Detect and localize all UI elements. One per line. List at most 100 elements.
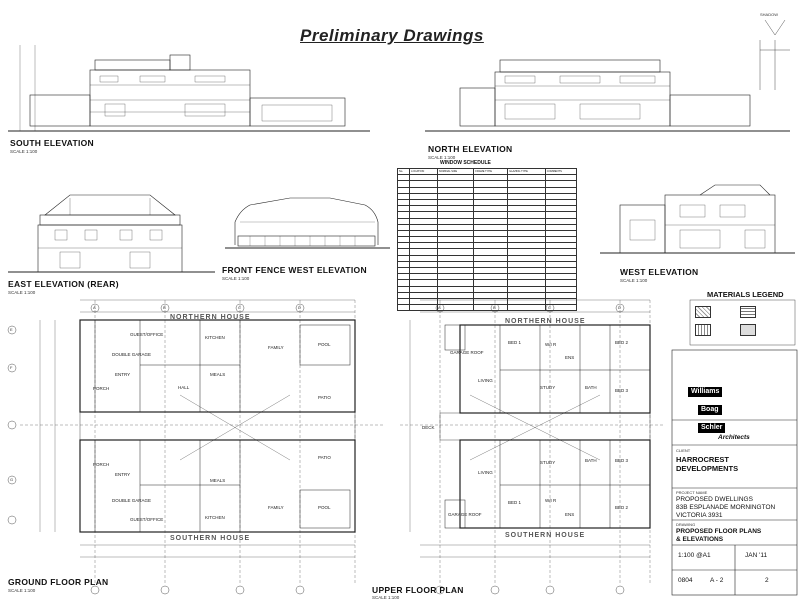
upper-northern-house-label: NORTHERN HOUSE <box>505 318 586 325</box>
room-label: GARAGE ROOF <box>450 350 484 355</box>
ground-floor-plan-scale: SCALE 1:100 <box>8 588 36 593</box>
drawing-label: DRAWING <box>676 522 696 527</box>
table-row <box>396 198 578 207</box>
room-label: PATIO <box>318 395 331 400</box>
legend-swatch <box>740 306 756 318</box>
ground-floor-plan-label: GROUND FLOOR PLAN <box>8 577 109 587</box>
room-label: BED 3 <box>615 388 629 393</box>
table-row <box>396 260 578 269</box>
west-elevation-scale: SCALE 1:100 <box>620 278 648 283</box>
front-fence-elevation-scale: SCALE 1:100 <box>222 276 250 281</box>
room-label: FAMILY <box>268 505 284 510</box>
sheet-number: A - 2 <box>710 577 724 584</box>
front-fence-elevation-label: FRONT FENCE WEST ELEVATION <box>222 265 367 275</box>
ground-northern-house-label: NORTHERN HOUSE <box>170 314 251 321</box>
north-elevation-scale: SCALE 1:100 <box>428 155 456 160</box>
window-schedule-table: No. LOCATION NOMINAL SIZE FRAME TYPE GLA… <box>396 167 578 312</box>
room-label: POOL <box>318 342 331 347</box>
grid-letter: A <box>93 305 96 310</box>
materials-legend-title: MATERIALS LEGEND <box>707 290 784 299</box>
table-row <box>396 291 578 299</box>
grid-letter: B <box>163 305 166 310</box>
room-label: ENS <box>565 355 575 360</box>
room-label: DECK <box>422 425 435 430</box>
firm-logo: Williams Boag Schler Architects <box>688 380 750 441</box>
legend-swatch <box>740 324 756 336</box>
south-elevation-label: SOUTH ELEVATION <box>10 138 94 148</box>
west-elevation-label: WEST ELEVATION <box>620 267 699 277</box>
room-label: KITCHEN <box>205 515 225 520</box>
firm-name-3: Schler <box>698 423 726 433</box>
upper-floor-plan-label: UPPER FLOOR PLAN <box>372 585 464 595</box>
table-row <box>396 279 578 287</box>
grid-letter: B <box>493 305 496 310</box>
legend-swatch <box>695 306 711 318</box>
south-elevation-scale: SCALE 1:100 <box>10 149 38 154</box>
grid-letter: C <box>548 305 551 310</box>
revision-number: 2 <box>765 577 769 584</box>
west-elevation-drawing <box>600 184 795 254</box>
room-label: BED 1 <box>508 340 522 345</box>
client-label: CLIENT <box>676 448 691 453</box>
table-row <box>396 304 578 312</box>
room-label: BED 2 <box>615 340 629 345</box>
shadow-label: SHADOW <box>760 12 778 17</box>
east-elevation-drawing <box>8 194 215 273</box>
legend-swatch <box>695 324 711 336</box>
room-label: GUEST/OFFICE <box>130 517 164 522</box>
south-elevation-drawing <box>8 45 370 132</box>
page-title: Preliminary Drawings <box>300 26 484 45</box>
grid-letter: D <box>298 305 301 310</box>
grid-letter: C <box>238 305 241 310</box>
room-label: ENTRY <box>115 372 131 377</box>
grid-letter: F <box>10 365 13 370</box>
room-label: ENS <box>565 512 575 517</box>
ground-southern-house-label: SOUTHERN HOUSE <box>170 535 251 542</box>
room-label: GARAGE ROOF <box>448 512 482 517</box>
firm-name-1: Williams <box>688 387 723 397</box>
grid-letter: E <box>10 327 13 332</box>
north-elevation-label: NORTH ELEVATION <box>428 144 513 154</box>
room-label: POOL <box>318 505 331 510</box>
room-label: BED 3 <box>615 458 629 463</box>
room-label: MEALS <box>210 372 226 377</box>
room-label: FAMILY <box>268 345 284 350</box>
window-schedule-title: WINDOW SCHEDULE <box>440 160 491 166</box>
room-label: BED 2 <box>615 505 629 510</box>
room-label: PATIO <box>318 455 331 460</box>
room-label: STUDY <box>540 460 556 465</box>
room-label: PORCH <box>93 462 110 467</box>
firm-name-2: Boag <box>698 405 722 415</box>
drawing-line-1: PROPOSED FLOOR PLANS <box>676 528 762 535</box>
project-label: PROJECT NAME <box>676 490 708 495</box>
room-label: LIVING <box>478 378 493 383</box>
room-label: BATH <box>585 385 597 390</box>
room-label: BED 1 <box>508 500 522 505</box>
north-elevation-drawing <box>425 40 790 132</box>
table-row <box>396 285 578 293</box>
room-label: W/I R <box>545 498 557 503</box>
project-line-2: 83B ESPLANADE MORNINGTON <box>676 504 776 511</box>
grid-letter: D <box>618 305 621 310</box>
grid-letter: A <box>438 305 441 310</box>
job-number: 0804 <box>678 577 693 584</box>
drawing-line-2: & ELEVATIONS <box>676 536 724 543</box>
client-name: HARROCREST DEVELOPMENTS <box>676 455 739 473</box>
room-label: DOUBLE GARAGE <box>112 498 152 503</box>
room-label: MEALS <box>210 478 226 483</box>
room-label: KITCHEN <box>205 335 225 340</box>
room-label: DOUBLE GARAGE <box>112 352 152 357</box>
room-label: PORCH <box>93 386 110 391</box>
room-label: GUEST/OFFICE <box>130 332 164 337</box>
upper-southern-house-label: SOUTHERN HOUSE <box>505 532 586 539</box>
east-elevation-label: EAST ELEVATION (REAR) <box>8 279 119 289</box>
date-value: JAN '11 <box>745 552 768 559</box>
project-line-3: VICTORIA 3931 <box>676 512 723 519</box>
room-label: HALL <box>178 385 190 390</box>
room-label: ENTRY <box>115 472 131 477</box>
room-label: W/I R <box>545 342 557 347</box>
room-label: STUDY <box>540 385 556 390</box>
ground-floor-plan-drawing <box>20 299 385 585</box>
room-label: LIVING <box>478 470 493 475</box>
